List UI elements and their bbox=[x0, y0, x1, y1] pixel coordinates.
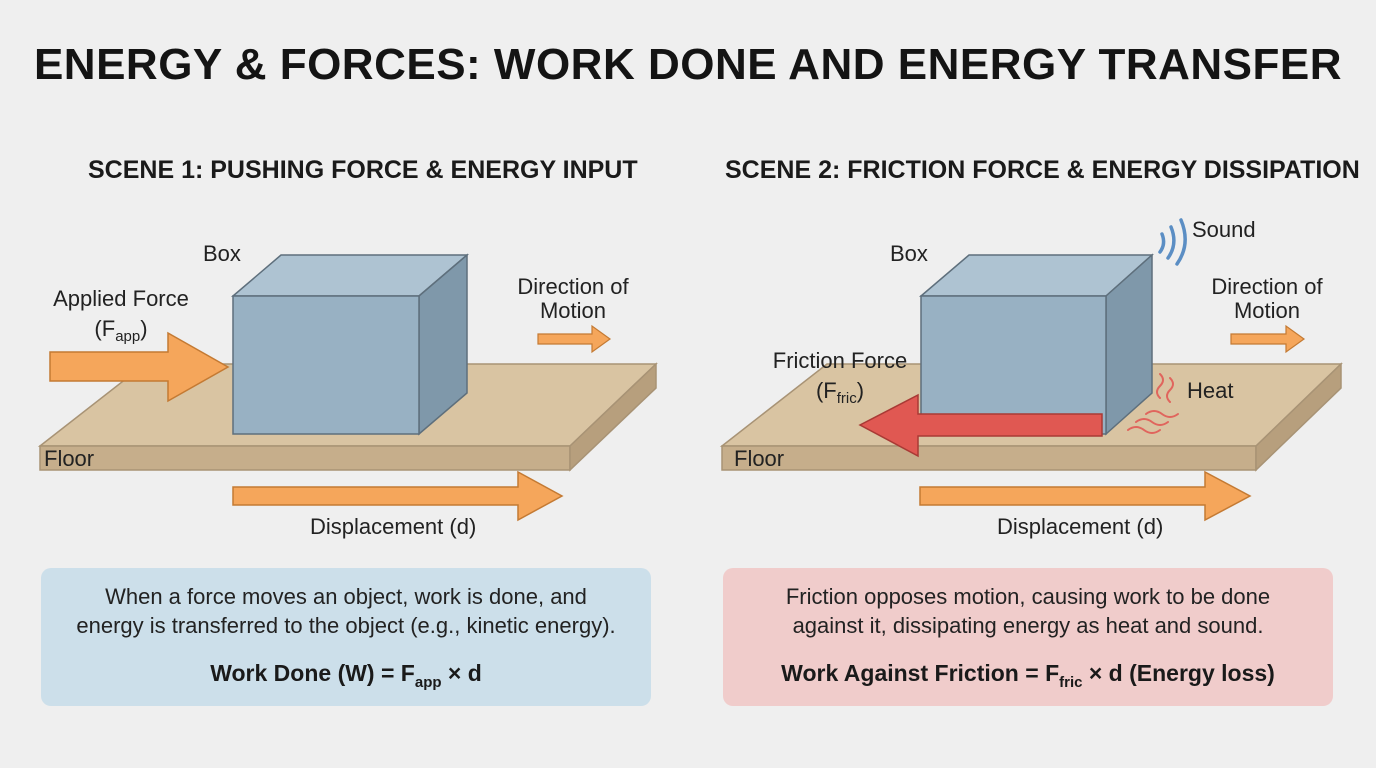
scene2-direction-line1: Direction of bbox=[1211, 274, 1323, 299]
scene2-floor-label: Floor bbox=[734, 446, 785, 471]
scene2-direction-arrow bbox=[1230, 324, 1306, 354]
scene1-direction-arrow bbox=[537, 324, 612, 354]
applied-force-label: Applied Force (Fapp) bbox=[42, 286, 200, 345]
friction-formula-left: Work Against Friction = F bbox=[781, 660, 1060, 686]
heat-waves-icon bbox=[1127, 373, 1179, 434]
scene1-note-line1: When a force moves an object, work is do… bbox=[105, 584, 587, 609]
applied-force-arrow bbox=[49, 331, 230, 403]
scene2-direction-line2: Motion bbox=[1233, 298, 1301, 323]
friction-force-arrow bbox=[858, 393, 1103, 458]
scene2-displacement-arrow bbox=[919, 470, 1252, 522]
applied-force-symbol-letter: F bbox=[101, 316, 116, 341]
scene1-direction-line2: Motion bbox=[539, 298, 607, 323]
scene1-note-line2: energy is transferred to the object (e.g… bbox=[76, 613, 616, 638]
friction-force-label: Friction Force (Ffric) bbox=[762, 348, 918, 407]
scene2-direction-label: Direction of Motion bbox=[1194, 275, 1340, 323]
work-done-formula-subscript: app bbox=[414, 674, 442, 691]
friction-formula-right: × d (Energy loss) bbox=[1082, 660, 1275, 686]
scene2-note-line2: against it, dissipating energy as heat a… bbox=[792, 613, 1264, 638]
friction-force-symbol: (Ffric) bbox=[815, 378, 865, 407]
friction-force-subscript: fric bbox=[836, 390, 857, 407]
applied-force-symbol: (Fapp) bbox=[94, 316, 148, 345]
applied-force-label-line1: Applied Force bbox=[53, 286, 189, 311]
scene1-floor-label: Floor bbox=[44, 446, 95, 471]
scene2-displacement-label: Displacement (d) bbox=[997, 514, 1164, 539]
friction-formula-subscript: fric bbox=[1059, 674, 1083, 691]
scene1-explanation-box: When a force moves an object, work is do… bbox=[41, 568, 651, 706]
work-done-formula-right: × d bbox=[441, 660, 482, 686]
sound-waves-icon bbox=[1158, 218, 1187, 266]
scene2-box-label: Box bbox=[890, 241, 928, 266]
scene1-displacement-label: Displacement (d) bbox=[310, 514, 477, 539]
scene2-explanation-box: Friction opposes motion, causing work to… bbox=[723, 568, 1333, 706]
friction-force-label-line1: Friction Force bbox=[772, 348, 908, 373]
page-title: ENERGY & FORCES: WORK DONE AND ENERGY TR… bbox=[33, 40, 1343, 89]
applied-force-subscript: app bbox=[115, 328, 141, 345]
scene1-displacement-arrow bbox=[232, 470, 564, 522]
scene2-note-line1: Friction opposes motion, causing work to… bbox=[785, 584, 1271, 609]
scene2-box bbox=[918, 253, 1154, 436]
scene2-heading: SCENE 2: FRICTION FORCE & ENERGY DISSIPA… bbox=[725, 156, 1360, 184]
friction-force-symbol-letter: F bbox=[823, 378, 837, 403]
scene1-box bbox=[230, 253, 470, 436]
work-done-formula: Work Done (W) = Fapp × d bbox=[41, 660, 651, 690]
sound-label: Sound bbox=[1192, 217, 1256, 242]
work-against-friction-formula: Work Against Friction = Ffric × d (Energ… bbox=[723, 660, 1333, 690]
work-done-formula-left: Work Done (W) = F bbox=[210, 660, 415, 686]
scene1-box-label: Box bbox=[203, 241, 241, 266]
scene1-direction-label: Direction of Motion bbox=[500, 275, 646, 323]
scene1-direction-line1: Direction of bbox=[517, 274, 629, 299]
scene1-heading: SCENE 1: PUSHING FORCE & ENERGY INPUT bbox=[88, 156, 638, 184]
heat-label: Heat bbox=[1187, 378, 1234, 403]
